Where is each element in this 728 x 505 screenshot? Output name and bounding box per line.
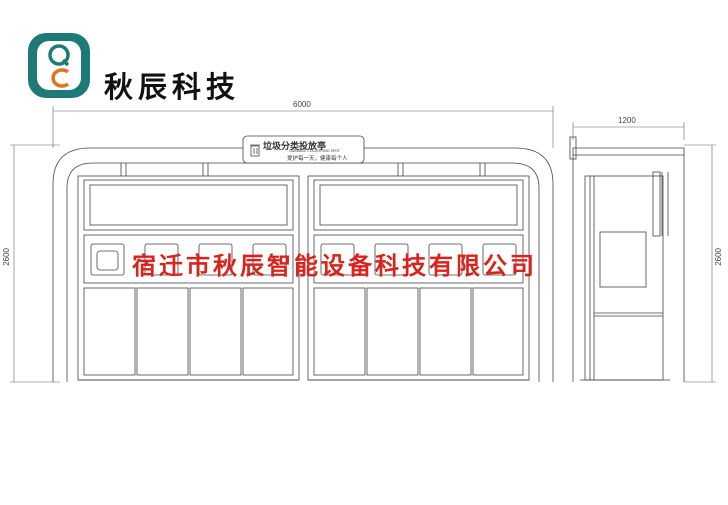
dimension-lines: [10, 106, 716, 383]
qc-logo-icon: [28, 33, 90, 98]
brand-name: 秋辰科技: [104, 70, 241, 104]
side-elevation: [569, 136, 685, 382]
trash-bin-icon: [250, 144, 260, 157]
front-elevation: [52, 135, 554, 382]
side-height-dimension: 2600: [714, 248, 723, 266]
sign-slogan: 爱护每一天，健康每个人: [287, 156, 348, 162]
front-height-dimension: 2600: [2, 248, 11, 266]
side-width-dimension: 1200: [618, 116, 636, 125]
sign-title: 垃圾分类投放亭: [263, 142, 327, 152]
front-width-dimension: 6000: [293, 100, 311, 109]
sign-subtitle: GARBAGE COLLECTING SPOT: [289, 149, 340, 153]
company-watermark: 宿迁市秋辰智能设备科技有限公司: [132, 251, 537, 280]
